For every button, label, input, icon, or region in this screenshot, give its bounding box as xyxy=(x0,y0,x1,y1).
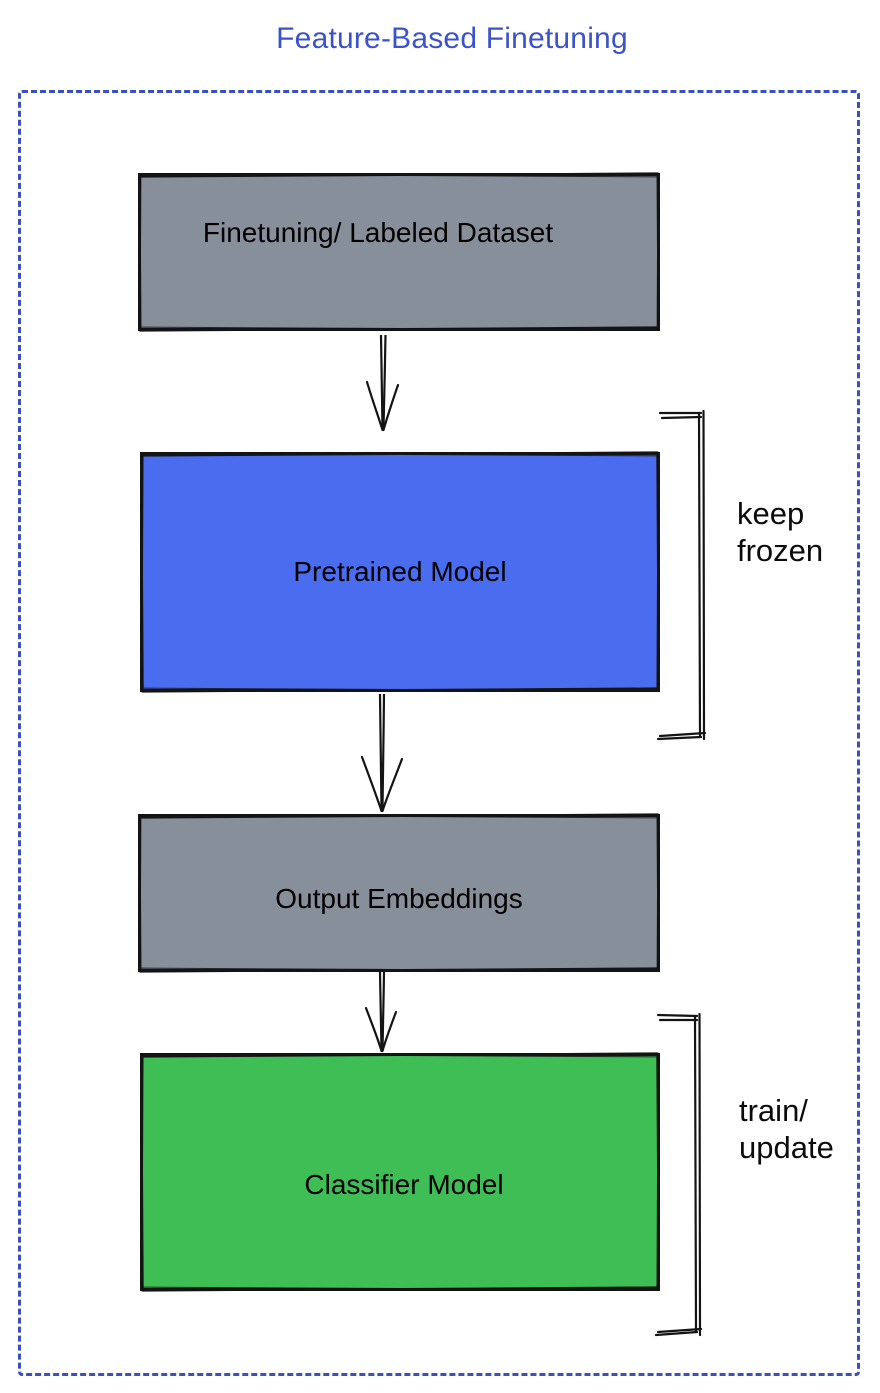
arrow-pretrained-to-embeddings-icon xyxy=(360,694,404,813)
arrow-embeddings-to-classifier-icon xyxy=(364,972,398,1053)
annotation-train-update: train/ update xyxy=(739,1092,834,1166)
annotation-line: frozen xyxy=(737,533,824,568)
node-classifier-model: Classifier Model xyxy=(140,1053,660,1291)
bracket-keep-frozen-icon xyxy=(656,409,707,741)
node-finetuning-dataset: Finetuning/ Labeled Dataset xyxy=(138,173,660,331)
annotation-line: update xyxy=(739,1130,834,1165)
dotted-frame xyxy=(18,90,860,1376)
annotation-line: keep xyxy=(737,496,805,531)
node-pretrained-model: Pretrained Model xyxy=(140,452,660,692)
annotation-line: train/ xyxy=(739,1093,808,1128)
bracket-train-update-icon xyxy=(654,1012,703,1337)
annotation-keep-frozen: keep frozen xyxy=(737,495,823,569)
node-pretrained-model-label: Pretrained Model xyxy=(293,556,507,587)
node-finetuning-dataset-label: Finetuning/ Labeled Dataset xyxy=(202,217,554,248)
node-classifier-model-label: Classifier Model xyxy=(304,1169,504,1200)
diagram-title: Feature-Based Finetuning xyxy=(276,22,628,55)
arrow-dataset-to-pretrained-icon xyxy=(365,335,400,432)
node-output-embeddings-label: Output Embeddings xyxy=(275,883,523,914)
node-output-embeddings: Output Embeddings xyxy=(138,814,660,972)
